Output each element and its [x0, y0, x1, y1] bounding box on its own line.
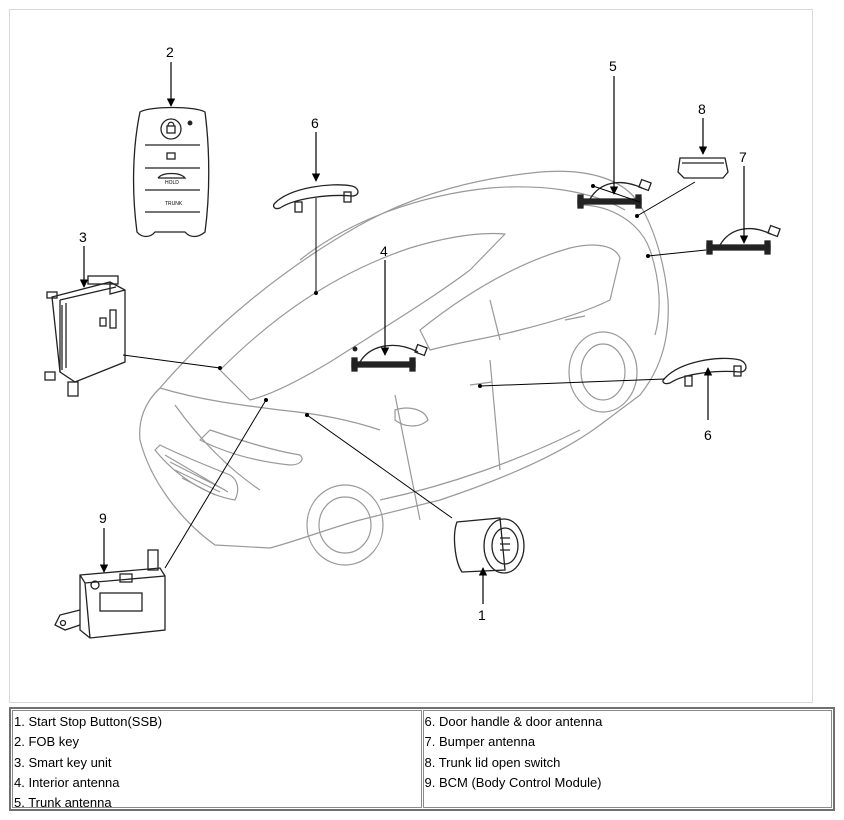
- fob-trunk-label: TRUNK: [165, 201, 183, 207]
- legend-item: 3. Smart key unit: [14, 754, 112, 770]
- callout-9: 9: [99, 510, 107, 526]
- interior-antenna-illustration: [351, 343, 428, 372]
- smart-key-component-diagram: HOLD TRUNK: [44, 44, 781, 639]
- callout-8: 8: [698, 101, 706, 117]
- legend-item: 2. FOB key: [14, 734, 80, 750]
- callout-1: 1: [478, 607, 486, 623]
- legend-item: 1. Start Stop Button(SSB): [14, 714, 163, 729]
- legend-item: 8. Trunk lid open switch: [424, 754, 561, 770]
- bcm-illustration: [54, 549, 166, 639]
- legend-column-left: 1. Start Stop Button(SSB) 2. FOB key 3. …: [12, 710, 422, 810]
- legend-table: 1. Start Stop Button(SSB) 2. FOB key 3. …: [9, 707, 835, 811]
- callout-7: 7: [739, 149, 747, 165]
- leader-dots: [218, 184, 650, 417]
- smart-key-unit-illustration: [44, 275, 126, 397]
- diagram-frame: [9, 9, 813, 703]
- callout-6-right: 6: [704, 427, 712, 443]
- legend-item: 6. Door handle & door antenna: [424, 714, 603, 729]
- callout-5: 5: [609, 58, 617, 74]
- callout-arrows: [79, 62, 749, 604]
- fob-hold-label: HOLD: [165, 180, 179, 186]
- bumper-antenna-illustration: [706, 224, 781, 255]
- legend-column-right: 6. Door handle & door antenna 7. Bumper …: [422, 710, 832, 808]
- door-handle-illustration-top: [273, 184, 359, 213]
- leader-lines: [122, 181, 707, 569]
- fob-key-illustration: [132, 106, 210, 238]
- callout-3: 3: [79, 229, 87, 245]
- car-outline: [139, 170, 669, 566]
- trunk-switch-illustration: [677, 157, 729, 179]
- callout-6-top: 6: [311, 115, 319, 131]
- legend-item: 4. Interior antenna: [14, 774, 120, 790]
- start-stop-button-illustration: [453, 517, 525, 574]
- legend-item: 9. BCM (Body Control Module): [424, 774, 602, 790]
- callout-4: 4: [380, 243, 388, 259]
- legend-item: 7. Bumper antenna: [424, 734, 536, 750]
- legend-item: 5. Trunk antenna: [14, 795, 112, 811]
- callout-2: 2: [166, 44, 174, 60]
- door-handle-illustration-right: [662, 357, 747, 387]
